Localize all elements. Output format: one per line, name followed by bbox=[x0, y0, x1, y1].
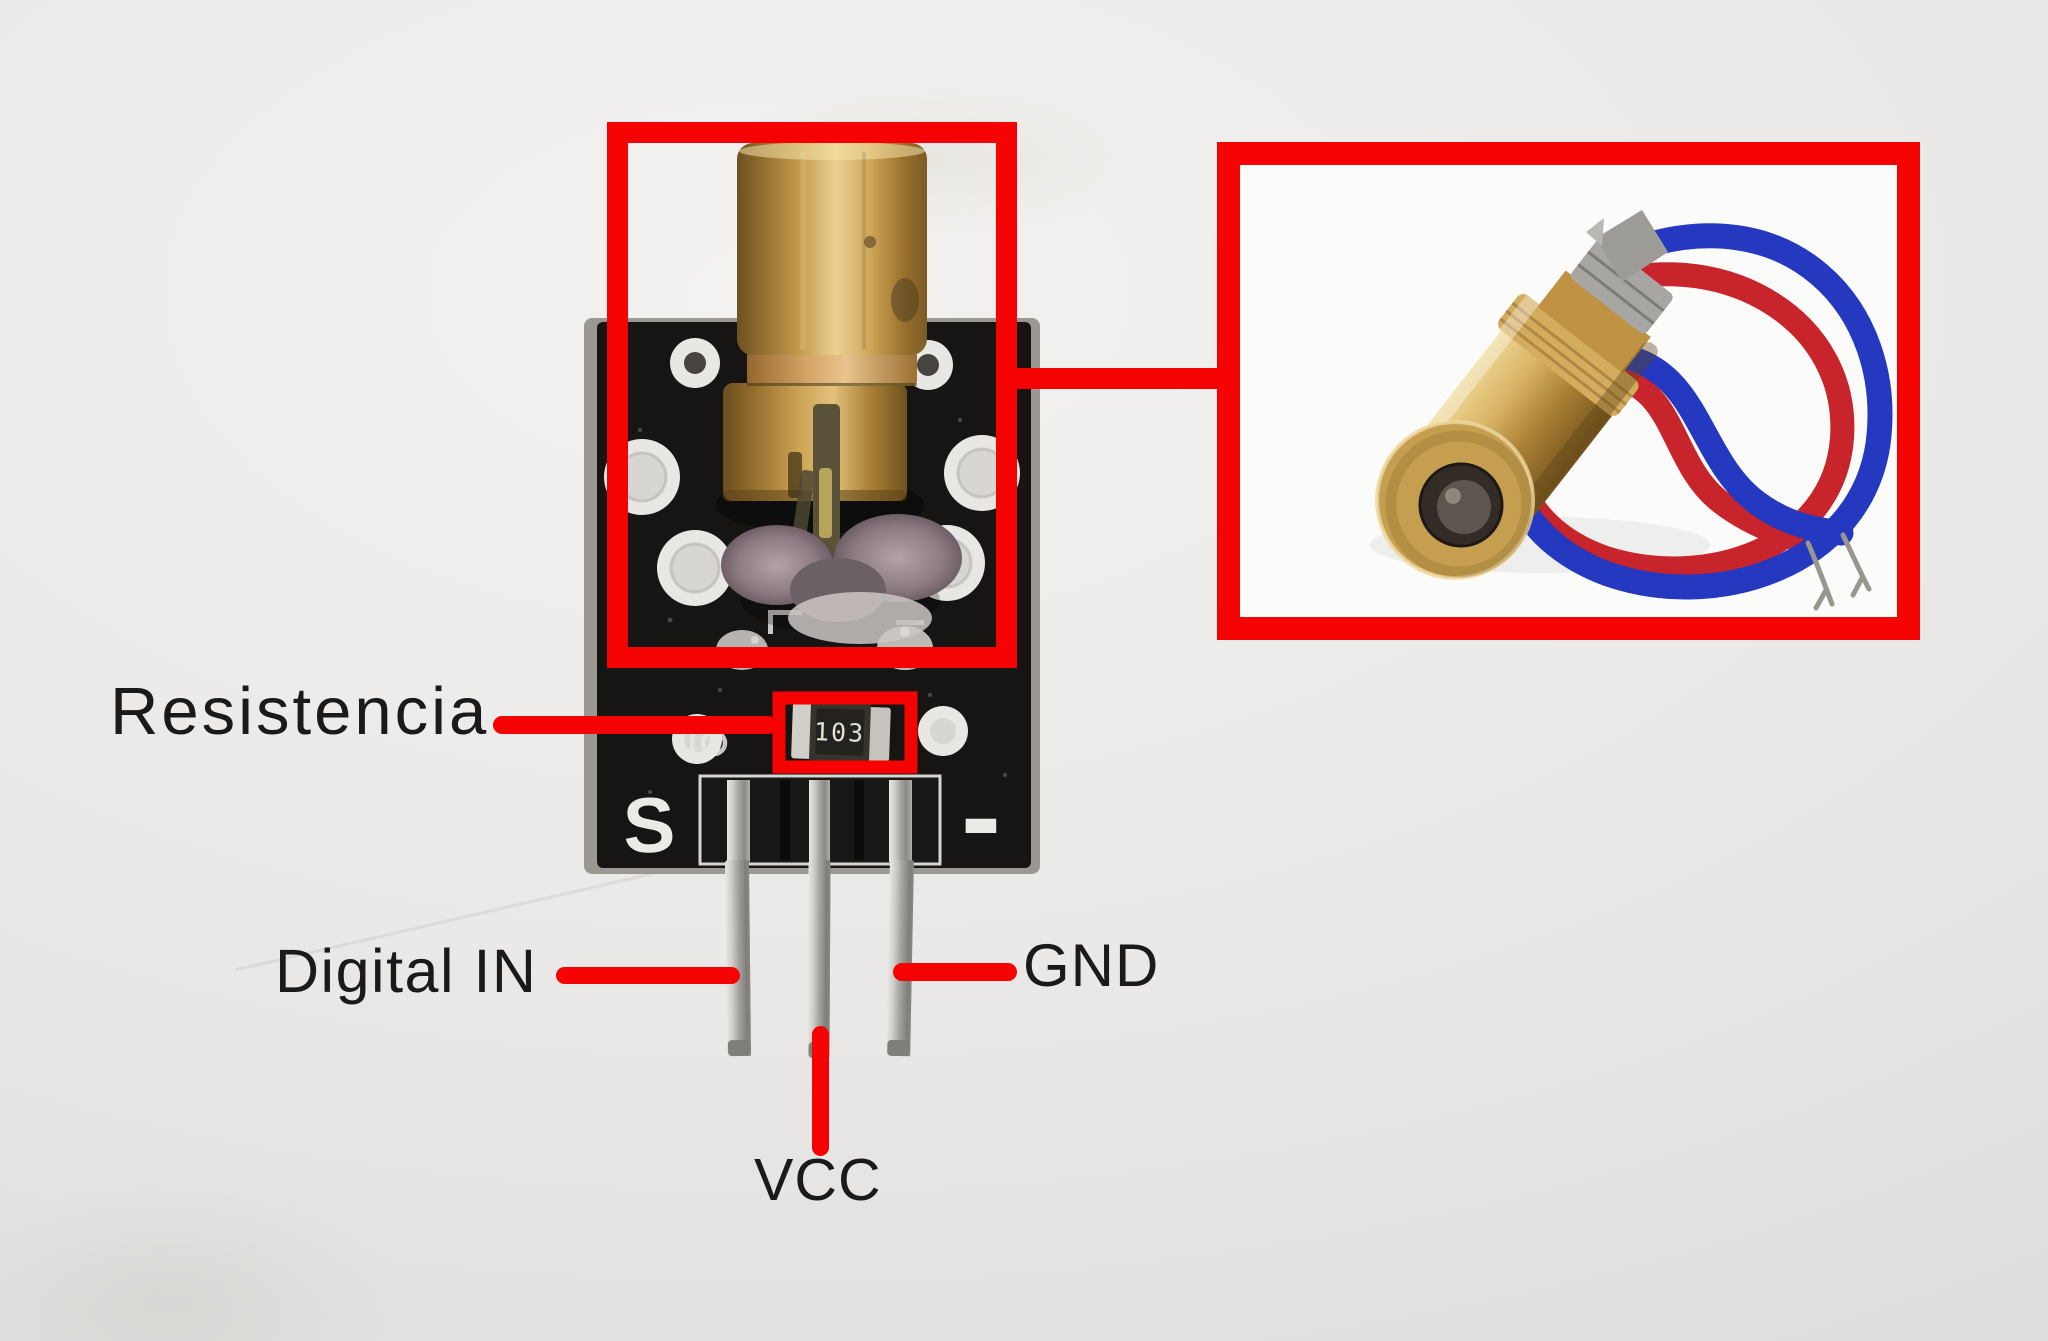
diode-lead-and-solder bbox=[721, 404, 962, 659]
silkscreen-negative-marking: - bbox=[961, 749, 1001, 883]
vcc-pointer-line bbox=[812, 1026, 829, 1156]
silkscreen-signal-marking: S bbox=[621, 780, 677, 870]
label-resistencia: Resistencia bbox=[110, 674, 490, 749]
gnd-pointer-line bbox=[893, 963, 1017, 981]
pin-digital-in bbox=[724, 859, 752, 1057]
label-digital-in: Digital IN bbox=[275, 937, 538, 1005]
resistor-highlight-box bbox=[772, 691, 918, 774]
label-vcc: VCC bbox=[754, 1147, 882, 1213]
resistor-pointer-line bbox=[493, 716, 777, 734]
label-gnd: GND bbox=[1023, 932, 1160, 999]
inset-diode-body bbox=[1399, 239, 1673, 544]
annotations bbox=[493, 122, 1920, 1156]
inset-solder-tab-tip bbox=[1586, 218, 1604, 246]
inset-frame-box bbox=[1217, 142, 1920, 640]
laser-highlight-box bbox=[607, 122, 1017, 668]
digital-in-pointer-line bbox=[556, 967, 740, 984]
inset-photo-laser-diode bbox=[1240, 165, 1897, 617]
connector-line bbox=[1008, 368, 1222, 389]
pin-gnd bbox=[886, 859, 914, 1057]
pin-vcc bbox=[807, 859, 831, 1059]
stripped-wire-tips bbox=[1805, 532, 1872, 611]
inset-diode-lens bbox=[1375, 420, 1535, 580]
resistor-value-marking: 103 bbox=[813, 717, 866, 748]
pin-header bbox=[698, 774, 942, 866]
laser-diode-barrel bbox=[715, 142, 927, 533]
inset-solder-tab bbox=[1596, 210, 1668, 282]
smd-resistor bbox=[791, 700, 891, 764]
